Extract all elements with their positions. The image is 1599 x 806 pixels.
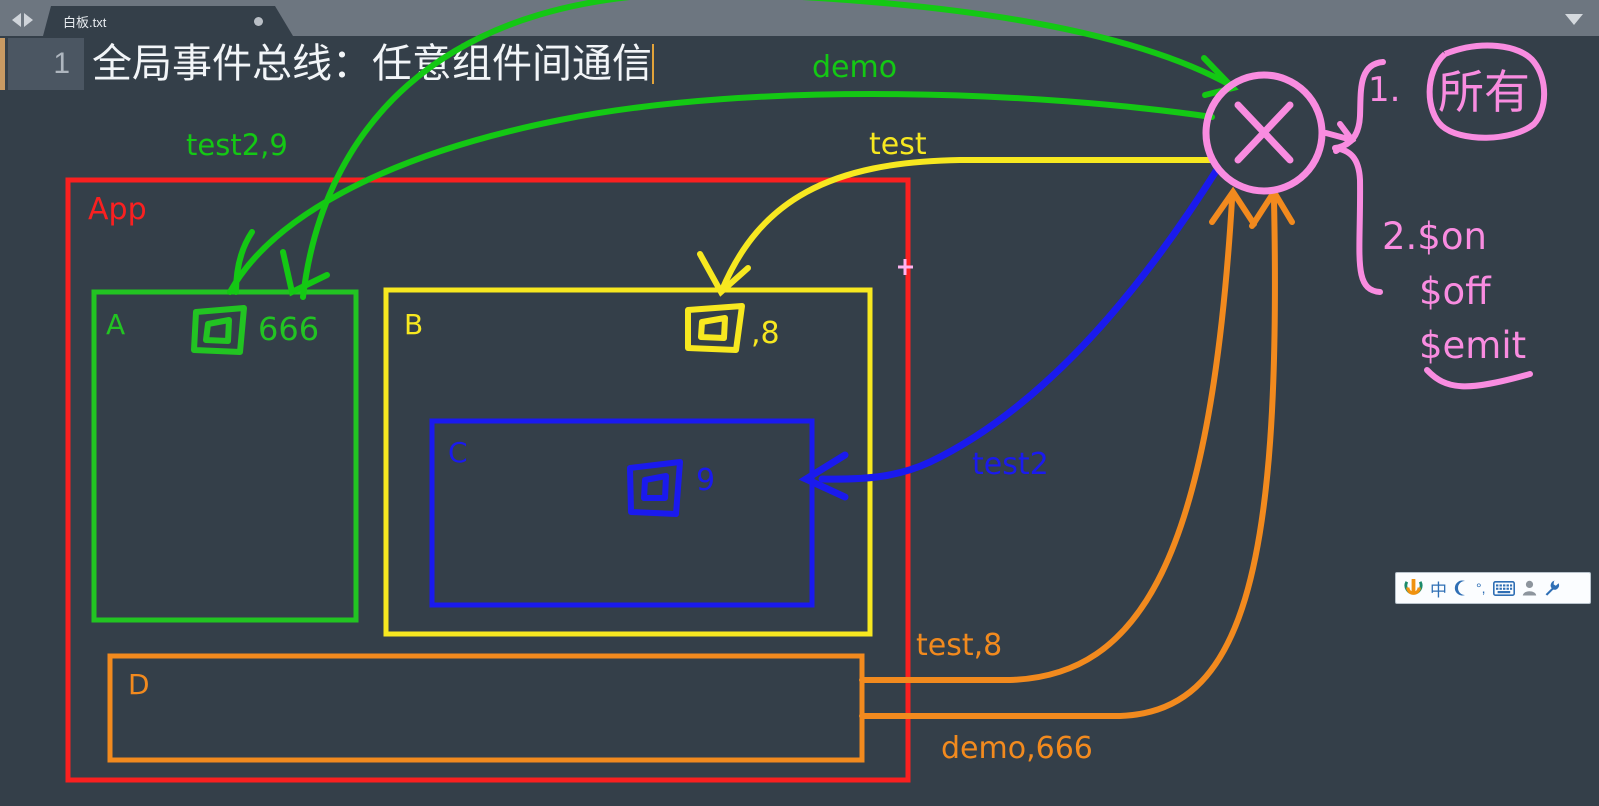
edge-test2 (818, 164, 1222, 483)
box-label-a: A (106, 308, 126, 341)
nav-back-icon[interactable] (12, 13, 21, 27)
ime-language-icon[interactable]: 中 (1430, 580, 1447, 601)
edge-label-test2-9: test2,9 (186, 128, 288, 162)
box-label-d: D (128, 668, 150, 701)
tab-whiteboard-txt[interactable]: 白板.txt (43, 6, 293, 36)
edge-test2-9-arrowhead (280, 249, 330, 297)
tab-label: 白板.txt (63, 14, 107, 30)
payload-glyph-b (685, 303, 745, 353)
payload-value-a: 666 (258, 310, 320, 348)
event-bus-x-glyph (1234, 101, 1294, 164)
payload-glyph-c (627, 459, 683, 517)
edge-demo-666 (859, 197, 1278, 719)
text-caret (652, 44, 654, 84)
user-icon[interactable] (1522, 580, 1537, 596)
note-1-circle (1426, 42, 1548, 141)
box-a[interactable] (91, 289, 359, 623)
note-underline (1424, 367, 1533, 390)
box-label-b: B (404, 308, 424, 341)
document-line-text: 全局事件总线：任意组件间通信 (92, 41, 652, 87)
payload-value-c: 9 (696, 463, 716, 498)
bus-to-brace-arrow (1323, 121, 1357, 154)
note-2-on: 2.$on (1382, 215, 1487, 258)
edge-test (719, 157, 1215, 293)
punctuation-icon[interactable]: °, (1476, 580, 1486, 596)
keyboard-icon[interactable] (1492, 580, 1515, 596)
ime-toolbar[interactable]: 中 °, (1395, 572, 1591, 604)
tab-nav-arrows[interactable] (0, 13, 43, 36)
note-1-number: 1. (1368, 70, 1401, 110)
edge-test-8-arrowhead (1209, 186, 1257, 227)
line-number-gutter: 1 (8, 38, 84, 90)
edge-label-test2: test2 (972, 447, 1049, 482)
box-b[interactable] (383, 287, 873, 637)
note-4-emit: $emit (1419, 324, 1527, 367)
chevron-down-icon[interactable] (1565, 14, 1583, 25)
note-3-off: $off (1419, 270, 1491, 313)
crosshair-cursor (898, 259, 913, 275)
page-title[interactable]: 全局事件总线：任意组件间通信 (92, 38, 654, 90)
edge-green-stub (233, 229, 255, 295)
edge-test2-arrowhead (798, 451, 849, 501)
box-app[interactable] (65, 177, 911, 783)
nav-forward-icon[interactable] (24, 13, 33, 27)
box-label-app: App (88, 192, 147, 227)
edge-test-8 (859, 197, 1235, 683)
sogou-logo-icon[interactable] (1404, 578, 1423, 598)
edge-demo (300, 0, 1235, 300)
edge-label-demo: demo (812, 50, 898, 85)
note-1-text-handwritten: 所有 (1438, 65, 1530, 119)
payload-glyph-a (191, 305, 247, 355)
box-d[interactable] (107, 653, 865, 763)
edge-test2-9 (227, 91, 1215, 295)
event-bus-node[interactable] (1202, 71, 1326, 195)
edge-label-demo-666: demo,666 (941, 731, 1093, 766)
gutter-accent-bar (0, 38, 5, 90)
modified-dot-icon[interactable] (254, 17, 263, 26)
edge-label-test: test (869, 127, 927, 162)
edge-label-test-8: test,8 (916, 628, 1003, 663)
moon-icon[interactable] (1454, 580, 1469, 596)
tab-bar: 白板.txt (0, 0, 1599, 36)
wrench-icon[interactable] (1544, 580, 1560, 596)
edge-test-arrowhead (697, 251, 751, 297)
payload-value-b: ,8 (751, 316, 780, 351)
box-label-c: C (448, 436, 468, 469)
box-c[interactable] (429, 418, 815, 608)
